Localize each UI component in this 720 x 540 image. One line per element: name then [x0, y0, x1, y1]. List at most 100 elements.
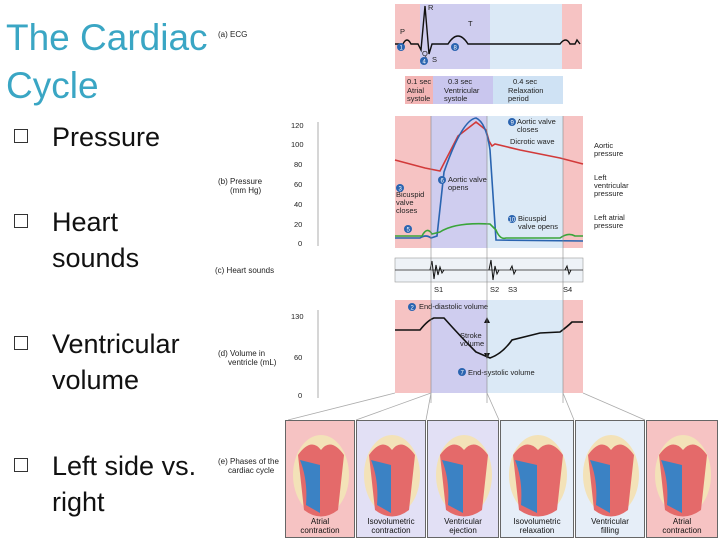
- sound-s4-trace: [564, 264, 572, 276]
- annot-dicrotic-wave: Dicrotic wave: [510, 137, 555, 146]
- bullet-line: Heart: [52, 207, 119, 237]
- bullet-box-icon: [14, 214, 28, 228]
- slide-title-line2: Cycle: [6, 65, 99, 106]
- phase-bands: [395, 4, 583, 393]
- sound-s3-trace: [509, 264, 517, 276]
- annot-stroke-volume: Stroke: [460, 331, 482, 340]
- annot-aortic-opens-2: opens: [448, 183, 469, 192]
- annot-la-pressure-2: pressure: [594, 221, 623, 230]
- sound-s2-trace: [488, 259, 500, 281]
- ecg-band-diastole: [490, 4, 562, 69]
- slide-title-line1: The Cardiac: [6, 17, 208, 58]
- sound-s2-label: S2: [490, 285, 499, 294]
- timing-atrial-cell: [405, 76, 433, 104]
- annot-lv-pressure-3: pressure: [594, 189, 623, 198]
- timing-relax-l1: Relaxation: [508, 86, 543, 95]
- ecg-p-label: P: [400, 27, 405, 36]
- slide-title: The Cardiac Cycle: [6, 14, 216, 110]
- volume-band-atrial: [395, 300, 431, 393]
- timing-systole-time: 0.3 sec: [448, 77, 472, 86]
- bullet-box-icon: [14, 458, 28, 472]
- marker-3: 3: [399, 187, 403, 193]
- heart-icon: [509, 435, 567, 517]
- volume-band-diastole: [487, 300, 563, 393]
- annot-bicuspid-opens-2: valve opens: [518, 222, 558, 231]
- annot-lv-pressure-2: ventricular: [594, 181, 629, 190]
- ecg-q-label: Q: [422, 49, 428, 58]
- pressure-tick: 120: [291, 121, 304, 130]
- pressure-tick: 0: [298, 239, 302, 248]
- volume-tick: 60: [294, 353, 302, 362]
- sound-s1-trace: [429, 260, 445, 280]
- bullet-line: Left side vs.: [52, 451, 197, 481]
- marker-9: 9: [511, 121, 515, 127]
- pressure-axis: 120 100 80 60 40 20 0: [291, 121, 319, 248]
- annot-la-pressure: Left atrial: [594, 213, 625, 222]
- annot-aortic-closes-2: closes: [517, 125, 539, 134]
- heart-icon: [583, 435, 639, 517]
- heart-icon: [436, 435, 492, 517]
- timing-systole-cell: [433, 76, 493, 104]
- annot-bicuspid-opens: Bicuspid: [518, 214, 546, 223]
- timing-atrial-time: 0.1 sec: [407, 77, 431, 86]
- pressure-band-atrial-2: [563, 116, 583, 248]
- heart-icon: [655, 435, 711, 517]
- pressure-tick: 20: [294, 220, 302, 229]
- ecg-r-label: R: [428, 3, 434, 12]
- marker-5: 5: [407, 228, 411, 234]
- phase-guide-lines: [430, 116, 564, 403]
- pressure-tick: 40: [294, 200, 302, 209]
- annot-aortic-pressure-2: pressure: [594, 149, 623, 158]
- annot-lv-pressure: Left: [594, 173, 607, 182]
- timing-atrial-l2: systole: [407, 94, 430, 103]
- annot-esv: End-systolic volume: [468, 368, 535, 377]
- panel-label-phases: (e) Phases of the cardiac cycle: [218, 457, 279, 475]
- heart-sounds-track: S1 S2 S3 S4: [394, 257, 584, 294]
- sound-s4-label: S4: [563, 285, 572, 294]
- annot-aortic-closes: Aortic valve: [517, 117, 556, 126]
- panel-label-sounds: (c) Heart sounds: [215, 266, 275, 275]
- panel-label-volume: (d) Volume in ventricle (mL): [218, 349, 277, 367]
- marker-2: 2: [411, 306, 415, 312]
- ecg-s-label: S: [432, 55, 437, 64]
- bullet-box-icon: [14, 129, 28, 143]
- timing-bar: 0.1 sec Atrial systole 0.3 sec Ventricul…: [405, 76, 563, 104]
- ecg-band-atrial: [395, 4, 420, 69]
- event-markers: 1 4 8 9 6 3 5 10 2 7: [396, 43, 516, 377]
- annot-aortic-opens: Aortic valve: [448, 175, 487, 184]
- annot-bicuspid-closes: Bicuspid: [396, 190, 424, 199]
- bullet-line: right: [52, 487, 105, 517]
- volume-band-systole: [431, 300, 487, 393]
- pressure-tick: 100: [291, 140, 304, 149]
- ecg-trace: [395, 5, 581, 55]
- annot-aortic-pressure: Aortic: [594, 141, 613, 150]
- heart-icon: [293, 435, 349, 517]
- pressure-band-atrial: [395, 116, 431, 248]
- timing-atrial-l1: Atrial: [407, 86, 424, 95]
- annot-bicuspid-closes-2: valve: [396, 198, 414, 207]
- marker-10: 10: [509, 218, 516, 224]
- timing-relax-cell: [493, 76, 563, 104]
- marker-6: 6: [441, 179, 445, 185]
- timing-systole-l1: Ventricular: [444, 86, 480, 95]
- marker-7: 7: [461, 371, 465, 377]
- ventricular-volume-curve: [395, 317, 583, 359]
- panel-label-pressure: (b) Pressure (mm Hg): [218, 177, 263, 195]
- marker-4: 4: [423, 60, 427, 66]
- pressure-tick: 80: [294, 160, 302, 169]
- volume-band-atrial-2: [563, 300, 583, 393]
- heart-icon: [364, 435, 420, 517]
- annot-stroke-volume-2: volume: [460, 339, 484, 348]
- sound-s3-label: S3: [508, 285, 517, 294]
- timing-systole-l2: systole: [444, 94, 467, 103]
- ecg-band-atrial-2: [562, 4, 582, 69]
- annot-edv: End-diastolic volume: [419, 302, 488, 311]
- ecg-t-label: T: [468, 19, 473, 28]
- atrial-pressure-curve: [395, 222, 583, 240]
- pressure-tick: 60: [294, 180, 302, 189]
